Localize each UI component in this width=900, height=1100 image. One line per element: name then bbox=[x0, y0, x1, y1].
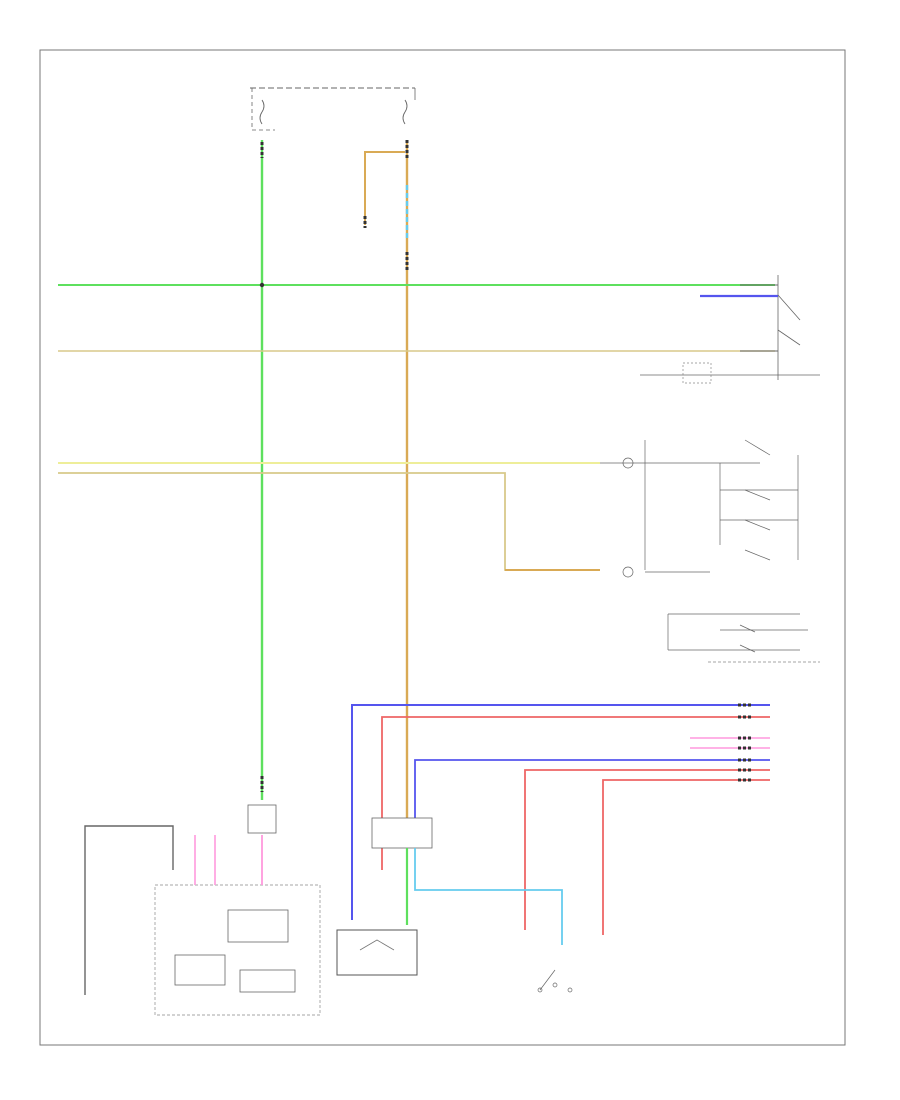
splice-green bbox=[259, 282, 265, 288]
junction-connector-box bbox=[371, 817, 433, 849]
wire-tan-clockspring bbox=[58, 472, 600, 571]
fuse-right-symbol bbox=[402, 99, 408, 125]
wire-cyan-lower bbox=[414, 848, 563, 945]
fuse-box bbox=[250, 87, 416, 131]
right-connectors bbox=[738, 703, 752, 782]
wire-blue-secondary bbox=[414, 759, 770, 830]
wire-red-tertiary bbox=[602, 779, 770, 935]
lower-switch-symbol bbox=[537, 969, 573, 993]
wire-orange-branch-engine bbox=[364, 151, 405, 225]
wire-blue-main bbox=[351, 704, 770, 920]
combination-meter bbox=[154, 884, 321, 1016]
wire-red-main bbox=[381, 716, 770, 870]
ecu-box bbox=[247, 804, 277, 834]
cruise-switch-block bbox=[600, 439, 799, 578]
diagram-border bbox=[39, 49, 846, 1046]
cruise-switch-lower bbox=[667, 613, 820, 663]
fuse-left-symbol bbox=[259, 99, 265, 125]
transmission-range-box bbox=[336, 929, 418, 976]
wire-red-secondary bbox=[524, 769, 770, 930]
wire-ground bbox=[84, 825, 174, 995]
ignition-switch-area bbox=[640, 275, 820, 384]
